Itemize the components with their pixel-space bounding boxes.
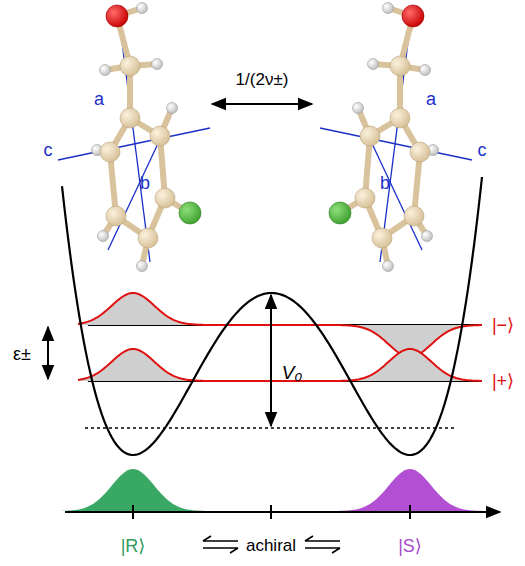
carbon-atom <box>404 206 424 226</box>
carbon-atom <box>155 188 175 208</box>
axis-label: c <box>478 141 487 159</box>
wavefunction-fill <box>78 349 482 381</box>
wavefunction <box>78 293 482 357</box>
chlorine-atom <box>179 202 201 224</box>
state-label: |−⟩ <box>492 316 514 334</box>
molecule-s <box>320 3 472 272</box>
potential-curves <box>53 177 490 511</box>
hydrogen-atom <box>152 59 163 70</box>
tick <box>270 505 272 519</box>
splitting-arrow <box>47 327 49 379</box>
oxygen-atom <box>402 5 424 27</box>
hydrogen-atom <box>98 231 109 242</box>
carbon-atom <box>372 228 392 248</box>
enantiomer-label: |S⟩ <box>398 537 422 555</box>
axis-label: c <box>44 141 53 159</box>
zero-line <box>85 427 455 429</box>
axis-b <box>108 118 170 250</box>
hydrogen-atom <box>383 261 394 272</box>
hydrogen-atom <box>420 65 431 76</box>
state-s-density <box>330 469 490 511</box>
axis-label: b <box>380 174 390 192</box>
carbon-atom <box>360 126 380 146</box>
barrier-label: V₀ <box>282 363 303 382</box>
axis-label: a <box>94 90 104 108</box>
hydrogen-atom <box>422 231 433 242</box>
carbon-atom <box>106 206 126 226</box>
carbon-atom <box>390 108 410 128</box>
wavefunction-fill <box>78 293 482 357</box>
achiral-label: achiral <box>246 537 296 554</box>
barrier-arrow <box>270 295 272 426</box>
oxygen-atom <box>106 5 128 27</box>
axis <box>65 511 500 513</box>
hydrogen-atom <box>383 3 394 14</box>
equilibrium-arrows <box>203 536 340 553</box>
carbon-atom <box>138 228 158 248</box>
hydrogen-atom <box>137 261 148 272</box>
hydrogen-atom <box>368 59 379 70</box>
tick <box>409 505 411 519</box>
splitting-label: ε± <box>13 345 31 363</box>
state-label: |+⟩ <box>492 372 514 390</box>
tunnel-arrow <box>212 103 312 105</box>
carbon-atom <box>410 142 430 162</box>
carbon-atom <box>100 142 120 162</box>
state-r-density <box>53 469 213 511</box>
axis-b <box>360 118 422 250</box>
enantiomer-label: |R⟩ <box>121 537 146 555</box>
axis-c <box>320 128 472 160</box>
axis-c <box>58 128 210 160</box>
wavefunction <box>78 349 482 381</box>
tick <box>132 505 134 519</box>
hydrogen-atom <box>353 103 364 114</box>
hydrogen-atom <box>167 103 178 114</box>
carbon-atom <box>355 188 375 208</box>
hydrogen-atom <box>100 65 111 76</box>
molecule-r <box>58 3 210 272</box>
tunnel-time-label: 1/(2ν±) <box>236 71 289 88</box>
chlorine-atom <box>329 202 351 224</box>
carbon-atom <box>120 56 140 76</box>
axis-label: b <box>140 174 150 192</box>
hydrogen-atom <box>137 3 148 14</box>
double-well-potential <box>62 177 482 455</box>
axis-label: a <box>426 90 436 108</box>
carbon-atom <box>150 126 170 146</box>
carbon-atom <box>390 56 410 76</box>
carbon-atom <box>120 108 140 128</box>
